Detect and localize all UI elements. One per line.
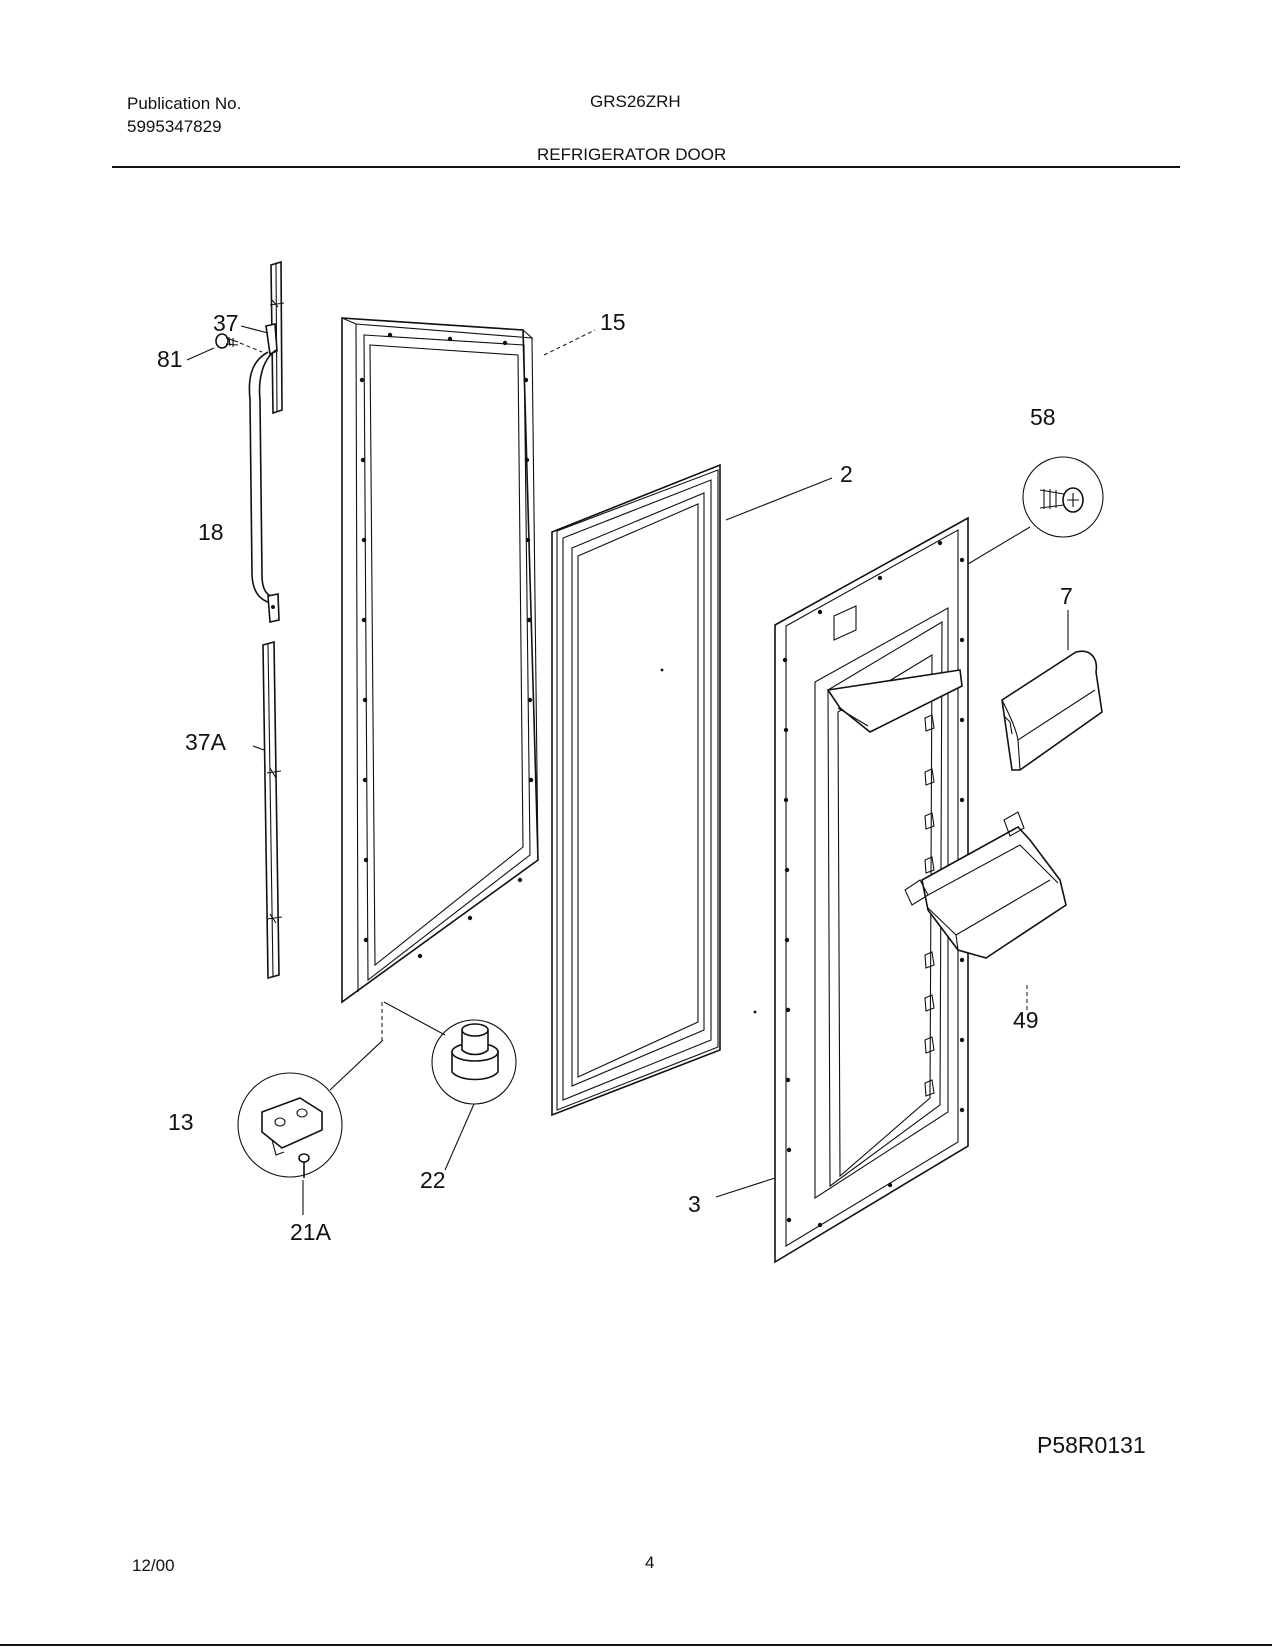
part-2-door-gasket (551, 463, 757, 1117)
callout-49: 49 (1013, 1007, 1039, 1033)
page-number: 4 (645, 1553, 655, 1572)
drawing-code: P58R0131 (1037, 1432, 1146, 1458)
model-number: GRS26ZRH (590, 92, 681, 111)
callout-labels: 37 81 18 37A 13 21A 22 15 2 3 58 7 49 (157, 309, 1073, 1245)
publication-label: Publication No. (127, 94, 242, 113)
callout-15: 15 (600, 309, 626, 335)
part-13-hinge-detail (237, 1072, 343, 1178)
header-rule (112, 166, 1180, 168)
callout-18: 18 (198, 519, 224, 545)
callout-37: 37 (213, 310, 239, 336)
callout-7: 7 (1060, 583, 1073, 609)
publication-number: 5995347829 (127, 117, 222, 136)
leader-lines (186, 325, 1069, 1198)
part-37a-lower-trim (262, 640, 283, 980)
footer-rule (0, 1644, 1272, 1646)
callout-3: 3 (688, 1191, 701, 1217)
part-21a-screw (298, 1153, 310, 1215)
part-7-dairy-door (1001, 650, 1103, 771)
part-18-handle (248, 323, 280, 623)
callout-21a: 21A (290, 1219, 332, 1245)
part-58-screw-detail (1022, 456, 1104, 538)
callout-2: 2 (840, 461, 853, 487)
callout-22: 22 (420, 1167, 446, 1193)
footer-date: 12/00 (132, 1556, 175, 1575)
callout-81: 81 (157, 346, 183, 372)
part-15-door-outer-frame (341, 317, 539, 1004)
part-81-screw (215, 333, 263, 353)
part-3-inner-door-liner (774, 516, 969, 1264)
part-49-door-bin (904, 811, 1067, 959)
part-22-bushing-detail (431, 1019, 517, 1105)
section-title: REFRIGERATOR DOOR (537, 145, 727, 164)
callout-37a: 37A (185, 729, 227, 755)
callout-13: 13 (168, 1109, 194, 1135)
callout-58: 58 (1030, 404, 1056, 430)
